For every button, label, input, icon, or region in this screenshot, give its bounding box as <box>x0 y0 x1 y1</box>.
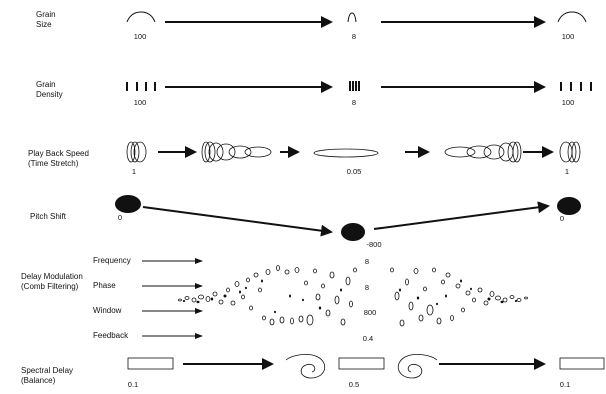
wide-grain-envelope <box>126 11 156 23</box>
pitch-shift-start-value: 0 <box>117 213 123 222</box>
comb-grain-cloud <box>178 265 528 327</box>
wide-grain-envelope-end <box>557 11 587 23</box>
spectral-box-start <box>127 357 174 370</box>
feedback-value: 0.4 <box>362 334 374 343</box>
spiral-left <box>285 354 326 379</box>
grain-density-row <box>126 81 592 93</box>
spectral-delay-start-value: 0.1 <box>127 380 139 389</box>
spectral-box-end <box>559 357 605 370</box>
comb-grain-cloud-filled <box>182 279 518 314</box>
param-frequency-label: Frequency <box>93 256 131 265</box>
playback-speed-label: Play Back Speed (Time Stretch) <box>28 149 89 168</box>
grain-size-mid-value: 8 <box>351 32 357 41</box>
playback-speed-row <box>126 141 581 163</box>
spectral-delay-label: Spectral Delay (Balance) <box>21 366 74 385</box>
param-feedback-label: Feedback <box>93 331 129 340</box>
playback-speed-start-value: 1 <box>131 167 137 176</box>
spectral-box-mid <box>338 357 385 370</box>
pitch-shift-end-value: 0 <box>559 214 565 223</box>
pitch-shift-label: Pitch Shift <box>30 212 67 221</box>
playback-speed-end-value: 1 <box>564 167 570 176</box>
grain-size-end-value: 100 <box>561 32 575 41</box>
frequency-value: 8 <box>364 257 370 266</box>
delay-modulation-label: Delay Modulation (Comb Filtering) <box>21 272 83 291</box>
pitch-grain-end <box>557 197 581 215</box>
param-window-label: Window <box>93 306 122 315</box>
spectral-delay-row <box>127 354 605 379</box>
spectral-delay-mid-value: 0.5 <box>348 380 360 389</box>
grain-density-label: Grain Density <box>36 80 63 99</box>
grain-size-row <box>126 11 587 28</box>
playback-speed-mid-value: 0.05 <box>346 167 362 176</box>
pitch-grain-mid <box>341 223 365 241</box>
pitch-shift-row <box>115 195 581 241</box>
param-phase-label: Phase <box>93 281 116 290</box>
grain-size-label: Grain Size <box>36 10 56 29</box>
grain-density-start-value: 100 <box>133 98 147 107</box>
spiral-right <box>397 354 438 379</box>
window-value: 800 <box>363 308 377 317</box>
grain-size-start-value: 100 <box>133 32 147 41</box>
pitch-grain-start <box>115 195 141 213</box>
delay-param-arrows <box>142 258 203 339</box>
spectral-delay-end-value: 0.1 <box>559 380 571 389</box>
narrow-grain-envelope <box>347 12 357 23</box>
grain-density-mid-value: 8 <box>351 98 357 107</box>
pitch-shift-mid-value: -800 <box>366 240 382 249</box>
grain-density-end-value: 100 <box>561 98 575 107</box>
phase-value: 8 <box>364 283 370 292</box>
